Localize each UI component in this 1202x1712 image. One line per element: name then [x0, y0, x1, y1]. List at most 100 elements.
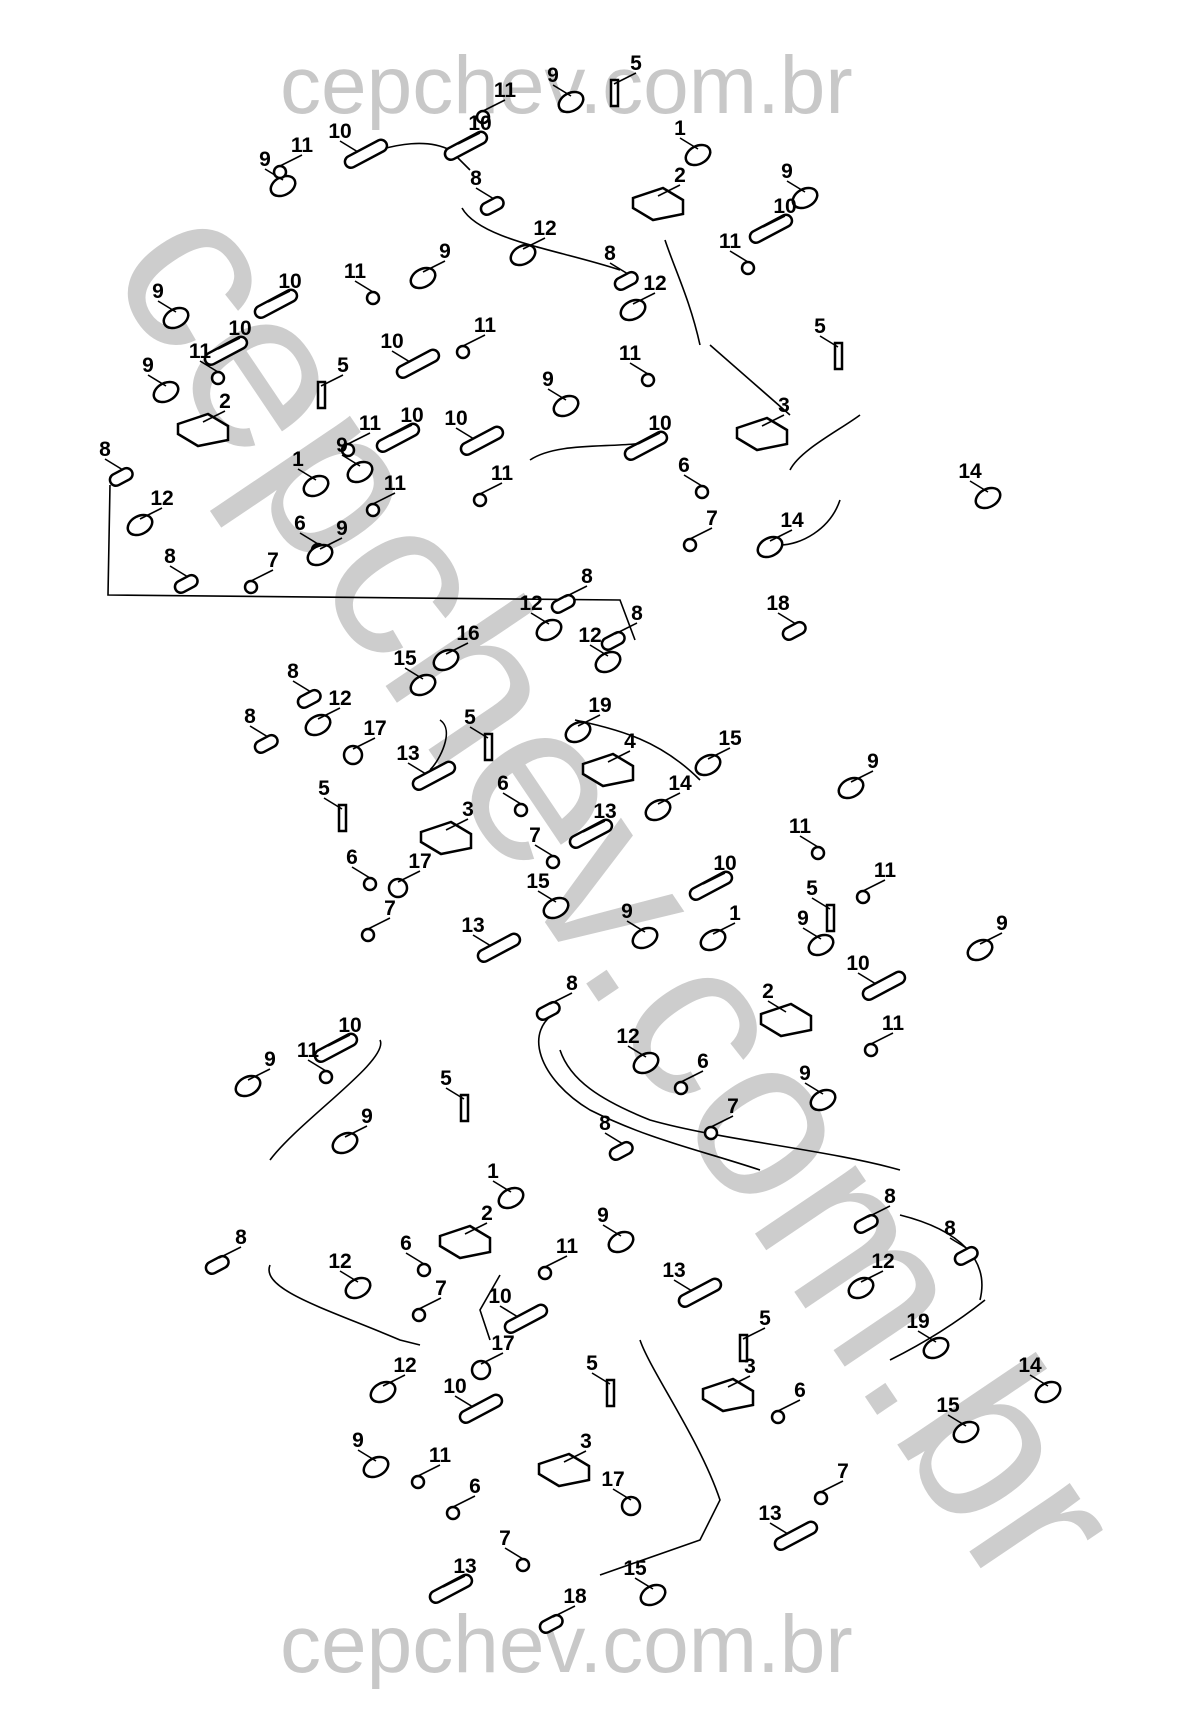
callout-part-12: 12	[150, 487, 173, 510]
part-14-shape	[644, 798, 672, 822]
leader-line	[802, 927, 822, 940]
part-9-shape	[409, 266, 437, 290]
callout-part-12: 12	[616, 1025, 639, 1048]
part-7-shape	[243, 579, 259, 595]
leader-line	[729, 250, 749, 263]
callout-part-8: 8	[581, 565, 593, 588]
part-8-shape	[173, 573, 199, 595]
part-12-shape	[509, 243, 537, 267]
leader-line	[634, 1577, 654, 1590]
callout-part-14: 14	[958, 460, 982, 483]
callout-part-9: 9	[781, 160, 793, 183]
leader-line	[549, 992, 573, 1005]
leader-line	[544, 1255, 568, 1268]
callout-part-1: 1	[729, 902, 741, 925]
callout-part-3: 3	[580, 1430, 592, 1453]
part-6-shape	[416, 1262, 432, 1278]
leader-line	[502, 792, 522, 805]
leader-line	[382, 1374, 406, 1387]
part-18-shape	[538, 1613, 564, 1635]
callout-part-11: 11	[719, 230, 742, 253]
leader-line	[344, 1125, 368, 1138]
part-11-shape	[472, 492, 488, 508]
callout-part-8: 8	[884, 1185, 896, 1208]
leader-line	[391, 350, 411, 363]
part-11-shape	[210, 370, 226, 386]
callout-part-11: 11	[359, 412, 382, 435]
part-9-shape	[607, 1230, 635, 1254]
callout-part-5: 5	[337, 354, 349, 377]
leader-line	[480, 1352, 504, 1365]
leader-line	[367, 917, 391, 930]
leader-line	[629, 362, 649, 375]
callout-part-11: 11	[789, 815, 812, 838]
callout-part-15: 15	[526, 870, 550, 893]
leader-line	[767, 1000, 787, 1013]
callout-part-12: 12	[393, 1354, 416, 1377]
callout-part-5: 5	[806, 877, 818, 900]
part-13-shape	[476, 932, 522, 964]
callout-part-8: 8	[244, 705, 256, 728]
leader-line	[139, 507, 163, 520]
callout-part-13: 13	[758, 1502, 781, 1525]
part-13-shape	[568, 818, 614, 850]
leader-line	[777, 612, 797, 625]
callout-part-6: 6	[697, 1050, 709, 1073]
callout-part-14: 14	[1018, 1354, 1042, 1377]
part-9-shape	[966, 938, 994, 962]
callout-part-10: 10	[488, 1285, 511, 1308]
part-10-shape	[253, 288, 299, 320]
part-10-shape	[748, 213, 794, 245]
callout-part-15: 15	[718, 727, 742, 750]
part-9-shape	[331, 1131, 359, 1155]
callout-part-9: 9	[264, 1048, 276, 1071]
leader-line	[157, 300, 177, 313]
part-13-shape	[428, 1573, 474, 1605]
part-8-shape	[608, 1140, 634, 1162]
leader-line	[657, 792, 681, 805]
part-12-shape	[847, 1276, 875, 1300]
callout-part-11: 11	[474, 314, 497, 337]
callout-part-10: 10	[443, 1375, 466, 1398]
callout-part-9: 9	[142, 354, 154, 377]
hoses	[107, 142, 986, 1576]
callout-part-6: 6	[294, 512, 306, 535]
leader-line	[870, 1032, 894, 1045]
leader-line	[217, 337, 241, 350]
callout-part-9: 9	[152, 280, 164, 303]
callout-part-9: 9	[259, 148, 271, 171]
part-2-shape	[631, 186, 685, 222]
leader-line	[250, 569, 274, 582]
leader-line	[169, 565, 189, 578]
part-10-shape	[203, 335, 249, 367]
leader-line	[626, 920, 646, 933]
leader-line	[769, 529, 793, 542]
leader-line	[249, 725, 269, 738]
callout-part-9: 9	[336, 517, 348, 540]
part-13-shape	[411, 760, 457, 792]
leader-line	[307, 1059, 327, 1072]
callout-part-10: 10	[444, 407, 467, 430]
callout-part-12: 12	[328, 687, 351, 710]
callout-part-10: 10	[773, 195, 796, 218]
leader-line	[563, 1450, 587, 1463]
callout-part-13: 13	[593, 800, 616, 823]
part-4-shape	[581, 752, 635, 788]
part-11-shape	[365, 290, 381, 306]
callout-part-6: 6	[794, 1379, 806, 1402]
leader-line	[689, 527, 713, 540]
callout-part-2: 2	[674, 164, 686, 187]
leader-line	[357, 1449, 377, 1462]
part-8-shape	[296, 688, 322, 710]
callout-part-16: 16	[456, 622, 479, 645]
part-7-shape	[813, 1490, 829, 1506]
callout-part-11: 11	[619, 342, 642, 365]
watermark-bottom: cepchev.com.br	[280, 1599, 853, 1690]
leader-line	[267, 290, 291, 303]
callout-part-6: 6	[346, 846, 358, 869]
part-6-shape	[694, 484, 710, 500]
callout-part-11: 11	[297, 1039, 320, 1062]
callout-part-7: 7	[384, 897, 396, 920]
leader-line	[202, 410, 226, 423]
